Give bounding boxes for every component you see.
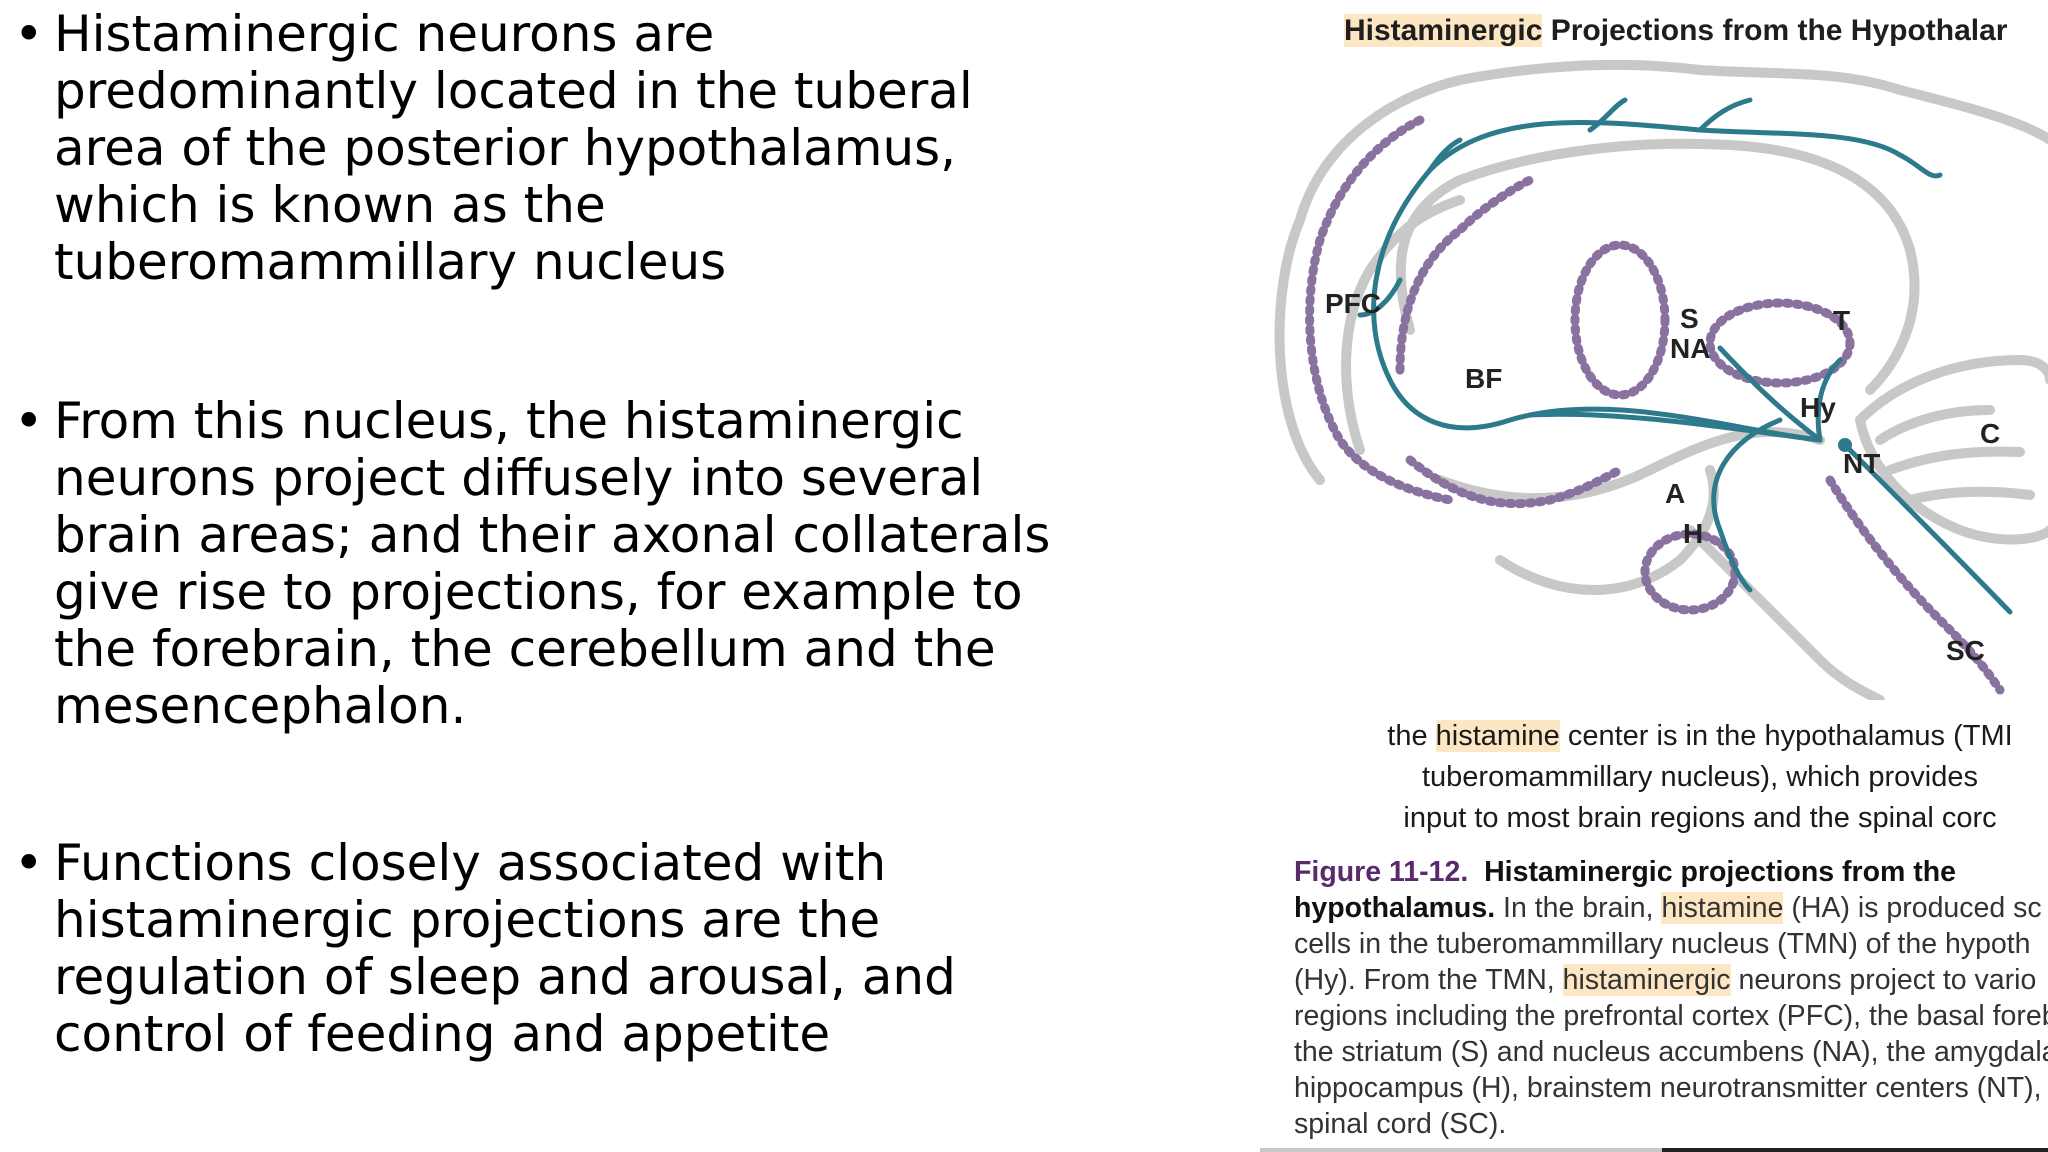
brainstem-outline [1685,525,1885,700]
pathway-pfc-upper [1427,137,1463,173]
label-nt: NT [1843,448,1880,479]
caption-line-8: spinal cord (SC). [1294,1108,1507,1140]
bullet-text: From this nucleus, the histaminergic neu… [54,392,1051,735]
caption-text: (Hy). From the TMN, [1294,964,1563,996]
caption-line-1: Figure 11-12. Histaminergic projections … [1294,854,2048,890]
thalamus-region [1705,298,1855,388]
brain-diagram: PFC S NA T BF Hy C NT A H SC [1274,60,2048,700]
pathway-amygdala [1711,417,1783,593]
region-outlines [1305,115,2005,695]
bullet-item: • From this nucleus, the histaminergic n… [14,393,1214,735]
bottom-rule-dark [1662,1148,2048,1152]
figure-heading: Histaminergic projections from the [1484,856,1957,888]
bullet-text: Histaminergic neurons are predominantly … [54,5,973,291]
caption-highlight-word: histamine [1661,892,1784,924]
caption-line-3: cells in the tuberomammillary nucleus (T… [1294,928,2031,960]
label-na: NA [1670,333,1710,364]
bullet-item: • Functions closely associated with hist… [14,835,1214,1063]
cortex-outline [1274,60,2048,485]
caption-line-6: the striatum (S) and nucleus accumbens (… [1294,1036,2048,1068]
bullet-text: Functions closely associated with histam… [54,834,956,1063]
bf-lower-region [1405,455,1625,509]
bullet-item: • Histaminergic neurons are predominantl… [14,6,1214,291]
label-t: T [1833,305,1850,336]
caption-line-4: (Hy). From the TMN, histaminergic neuron… [1294,962,2048,998]
label-h: H [1683,518,1703,549]
title-rest: Projections from the Hypothalar [1542,14,2008,47]
label-s: S [1680,303,1699,334]
bullet-marker: • [14,392,44,450]
bottom-rule [1260,1148,2048,1152]
pathway-striatum [1717,345,1823,443]
figure-title: Histaminergic Projections from the Hypot… [1344,14,2007,48]
bullet-marker: • [14,834,44,892]
caption-highlight-word: histaminergic [1562,964,1731,996]
caption-line-2: hypothalamus. In the brain, histamine (H… [1294,890,2048,926]
cerebellum-outline [1855,355,2048,545]
caption-text: neurons project to vario [1730,964,2037,996]
bf-region [1395,175,1535,375]
label-c: C [1980,418,2000,449]
caption-pre: the [1387,720,1436,752]
striatum-region [1570,240,1670,400]
corpus-callosum-outline [1395,138,1920,395]
midbrain-outline [1435,426,1825,504]
diagram-caption: the histamine center is in the hypothala… [1330,716,2048,839]
histamine-pathways [1357,97,2013,615]
brainstem-region [1825,475,2005,695]
pathway-cortex [1371,119,1943,443]
pfc-region [1305,115,1455,505]
cerebellum-folds [1875,405,2035,505]
pathway-spinal [1847,447,2013,615]
caption-text: (HA) is produced sc [1783,892,2042,924]
figure-caption: Figure 11-12. Histaminergic projections … [1294,854,2048,1142]
caption-line-7: hippocampus (H), brainstem neurotransmit… [1294,1072,2042,1104]
inner-arc-outline [1341,195,1465,455]
pathway-cortex-branch-1 [1587,97,1628,133]
caption-text: In the brain, [1495,892,1662,924]
caption-highlight: histamine [1435,720,1560,752]
pathway-cortex-branch-2 [1697,97,1753,133]
figure-number: Figure 11-12. [1294,856,1469,888]
label-sc: SC [1946,635,1985,666]
label-a: A [1665,478,1685,509]
label-hy: Hy [1800,392,1836,423]
brain-figure: Histaminergic Projections from the Hypot… [1260,0,2048,1152]
hy-node [1838,438,1852,452]
bullet-marker: • [14,5,44,63]
caption-line-5: regions including the prefrontal cortex … [1294,1000,2048,1032]
pathway-pfc [1357,277,1403,318]
title-highlight: Histaminergic [1344,14,1543,47]
pathway-bf [1527,411,1823,443]
label-pfc: PFC [1325,288,1381,319]
label-bf: BF [1465,363,1502,394]
figure-heading-cont: hypothalamus. [1294,892,1496,924]
pathway-thalamus [1815,357,1843,443]
caption-post: center is in the hypothalamus (TMI tuber… [1403,720,2013,834]
